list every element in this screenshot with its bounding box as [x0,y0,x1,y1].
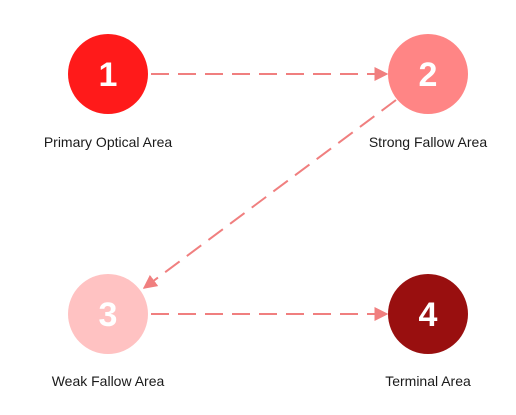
zone-weak-fallow: 3 Weak Fallow Area [52,274,165,389]
zone-2-number: 2 [419,56,438,94]
zone-3-circle [68,274,148,354]
zone-4-number: 4 [419,296,438,334]
zone-1-label: Primary Optical Area [44,134,173,150]
zone-3-label: Weak Fallow Area [52,373,165,389]
zone-2-label: Strong Fallow Area [369,134,487,150]
zone-terminal: 4 Terminal Area [385,274,471,389]
zone-strong-fallow: 2 Strong Fallow Area [369,34,487,150]
zone-primary-optical: 1 Primary Optical Area [44,34,173,150]
zone-4-circle [388,274,468,354]
arrow-2-to-3 [142,99,397,289]
zone-1-circle [68,34,148,114]
zone-3-number: 3 [99,296,118,334]
zone-1-number: 1 [99,56,118,94]
zone-4-label: Terminal Area [385,373,471,389]
zone-2-circle [388,34,468,114]
